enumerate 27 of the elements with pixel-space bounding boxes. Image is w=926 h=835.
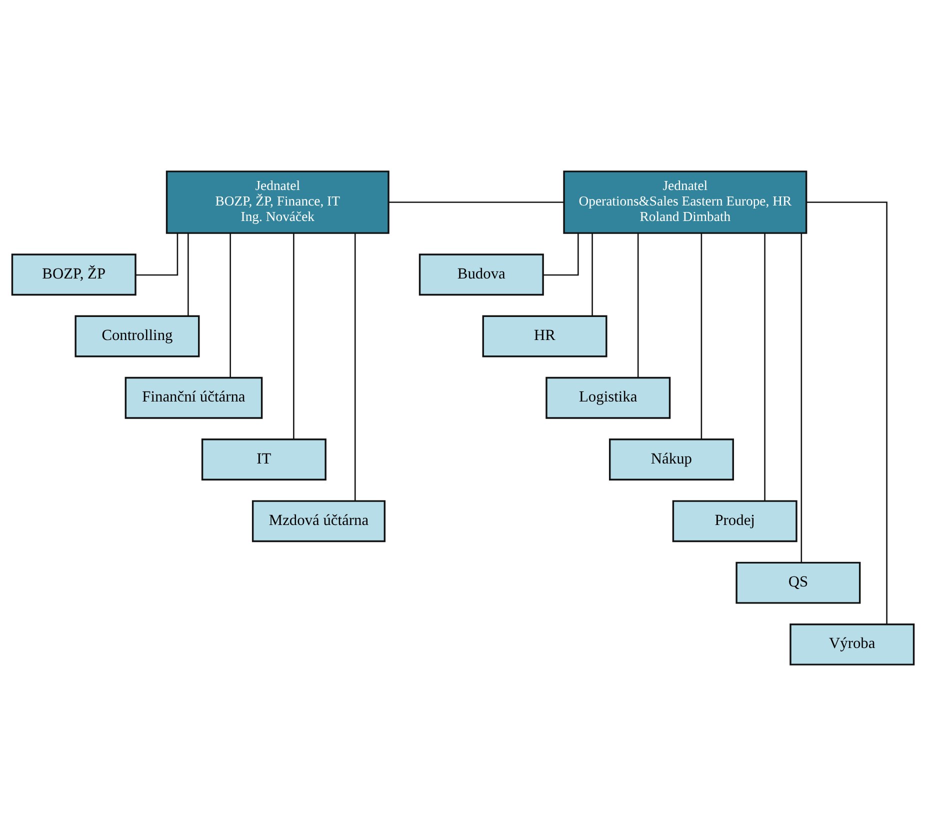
- node-box: Logistika: [546, 376, 671, 418]
- node-box: Prodej: [672, 500, 798, 542]
- connector: [354, 232, 356, 500]
- connector: [136, 232, 178, 276]
- node-box: Finanční účtárna: [124, 376, 263, 418]
- node-box: HR: [482, 314, 608, 357]
- node-box: IT: [201, 438, 326, 480]
- connector: [230, 232, 231, 377]
- connector: [764, 232, 766, 500]
- node-box: Jednatel Operations&Sales Eastern Europe, HR Roland Dimbath: [563, 170, 808, 234]
- connector: [800, 232, 802, 562]
- connector: [293, 232, 294, 439]
- node-box: Jednatel BOZP, ŽP, Finance, IT Ing. Nováček: [166, 170, 390, 234]
- connector: [592, 232, 593, 316]
- node-box: Nákup: [608, 438, 734, 480]
- node-box: Controlling: [74, 314, 200, 357]
- node-box: QS: [736, 561, 861, 604]
- node-box: BOZP, ŽP: [11, 253, 136, 296]
- node-box: Mzdová účtárna: [252, 500, 386, 542]
- connector: [806, 201, 888, 624]
- connector: [543, 232, 579, 276]
- connector: [388, 201, 564, 202]
- connector: [637, 232, 639, 377]
- node-box: Budova: [418, 253, 544, 296]
- connector: [188, 232, 189, 316]
- connector: [700, 232, 702, 439]
- node-box: Výroba: [790, 622, 915, 665]
